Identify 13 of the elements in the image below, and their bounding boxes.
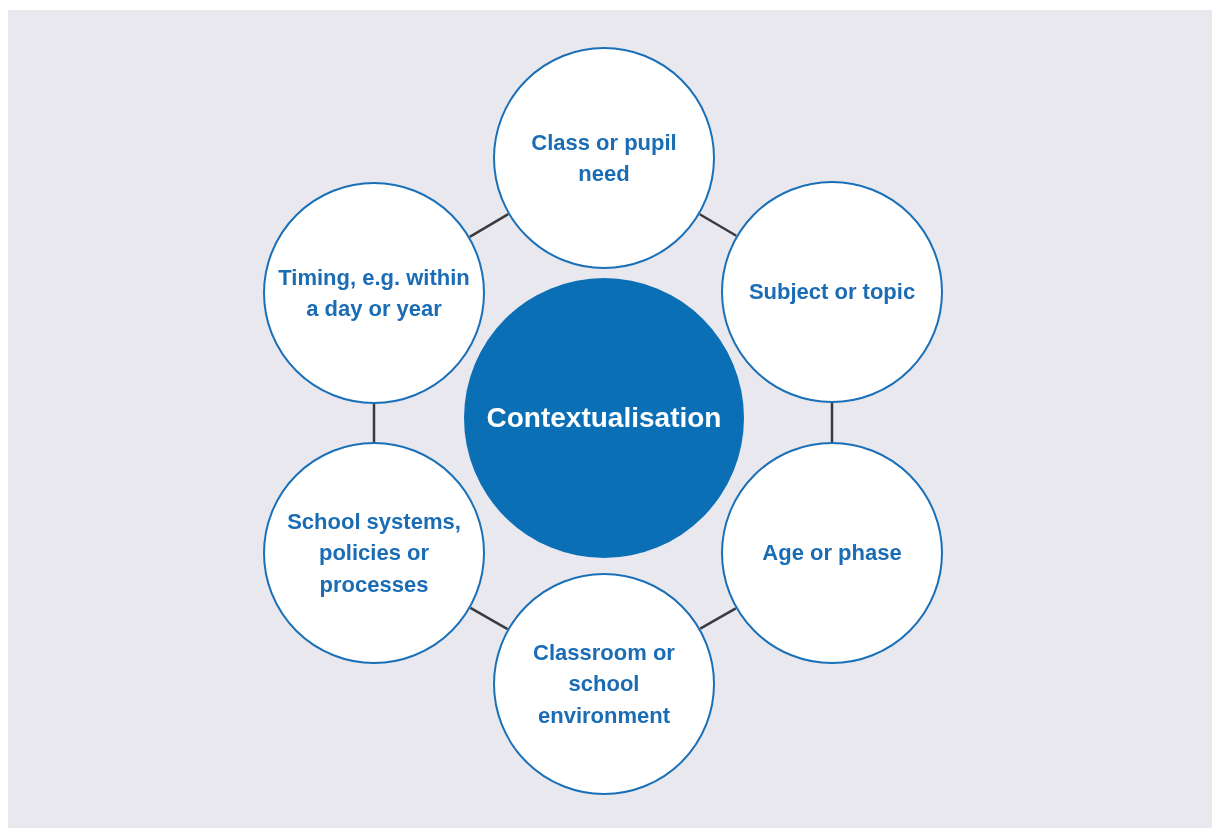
connector-line [830, 403, 834, 442]
topic-label: Timing, e.g. within a day or year [277, 263, 471, 323]
connector-line [372, 404, 376, 442]
connector-line [469, 606, 509, 631]
connector-line [469, 213, 509, 238]
topic-label: School systems, policies or processes [286, 508, 462, 599]
topic-label: Age or phase [762, 539, 902, 568]
topic-label: Class or pupil need [530, 128, 678, 188]
connector-line [699, 213, 737, 237]
topic-label: Subject or topic [748, 278, 916, 307]
center-label: Contextualisation [486, 401, 722, 436]
topic-label: Classroom or school environment [532, 639, 676, 730]
connector-line [699, 607, 737, 630]
